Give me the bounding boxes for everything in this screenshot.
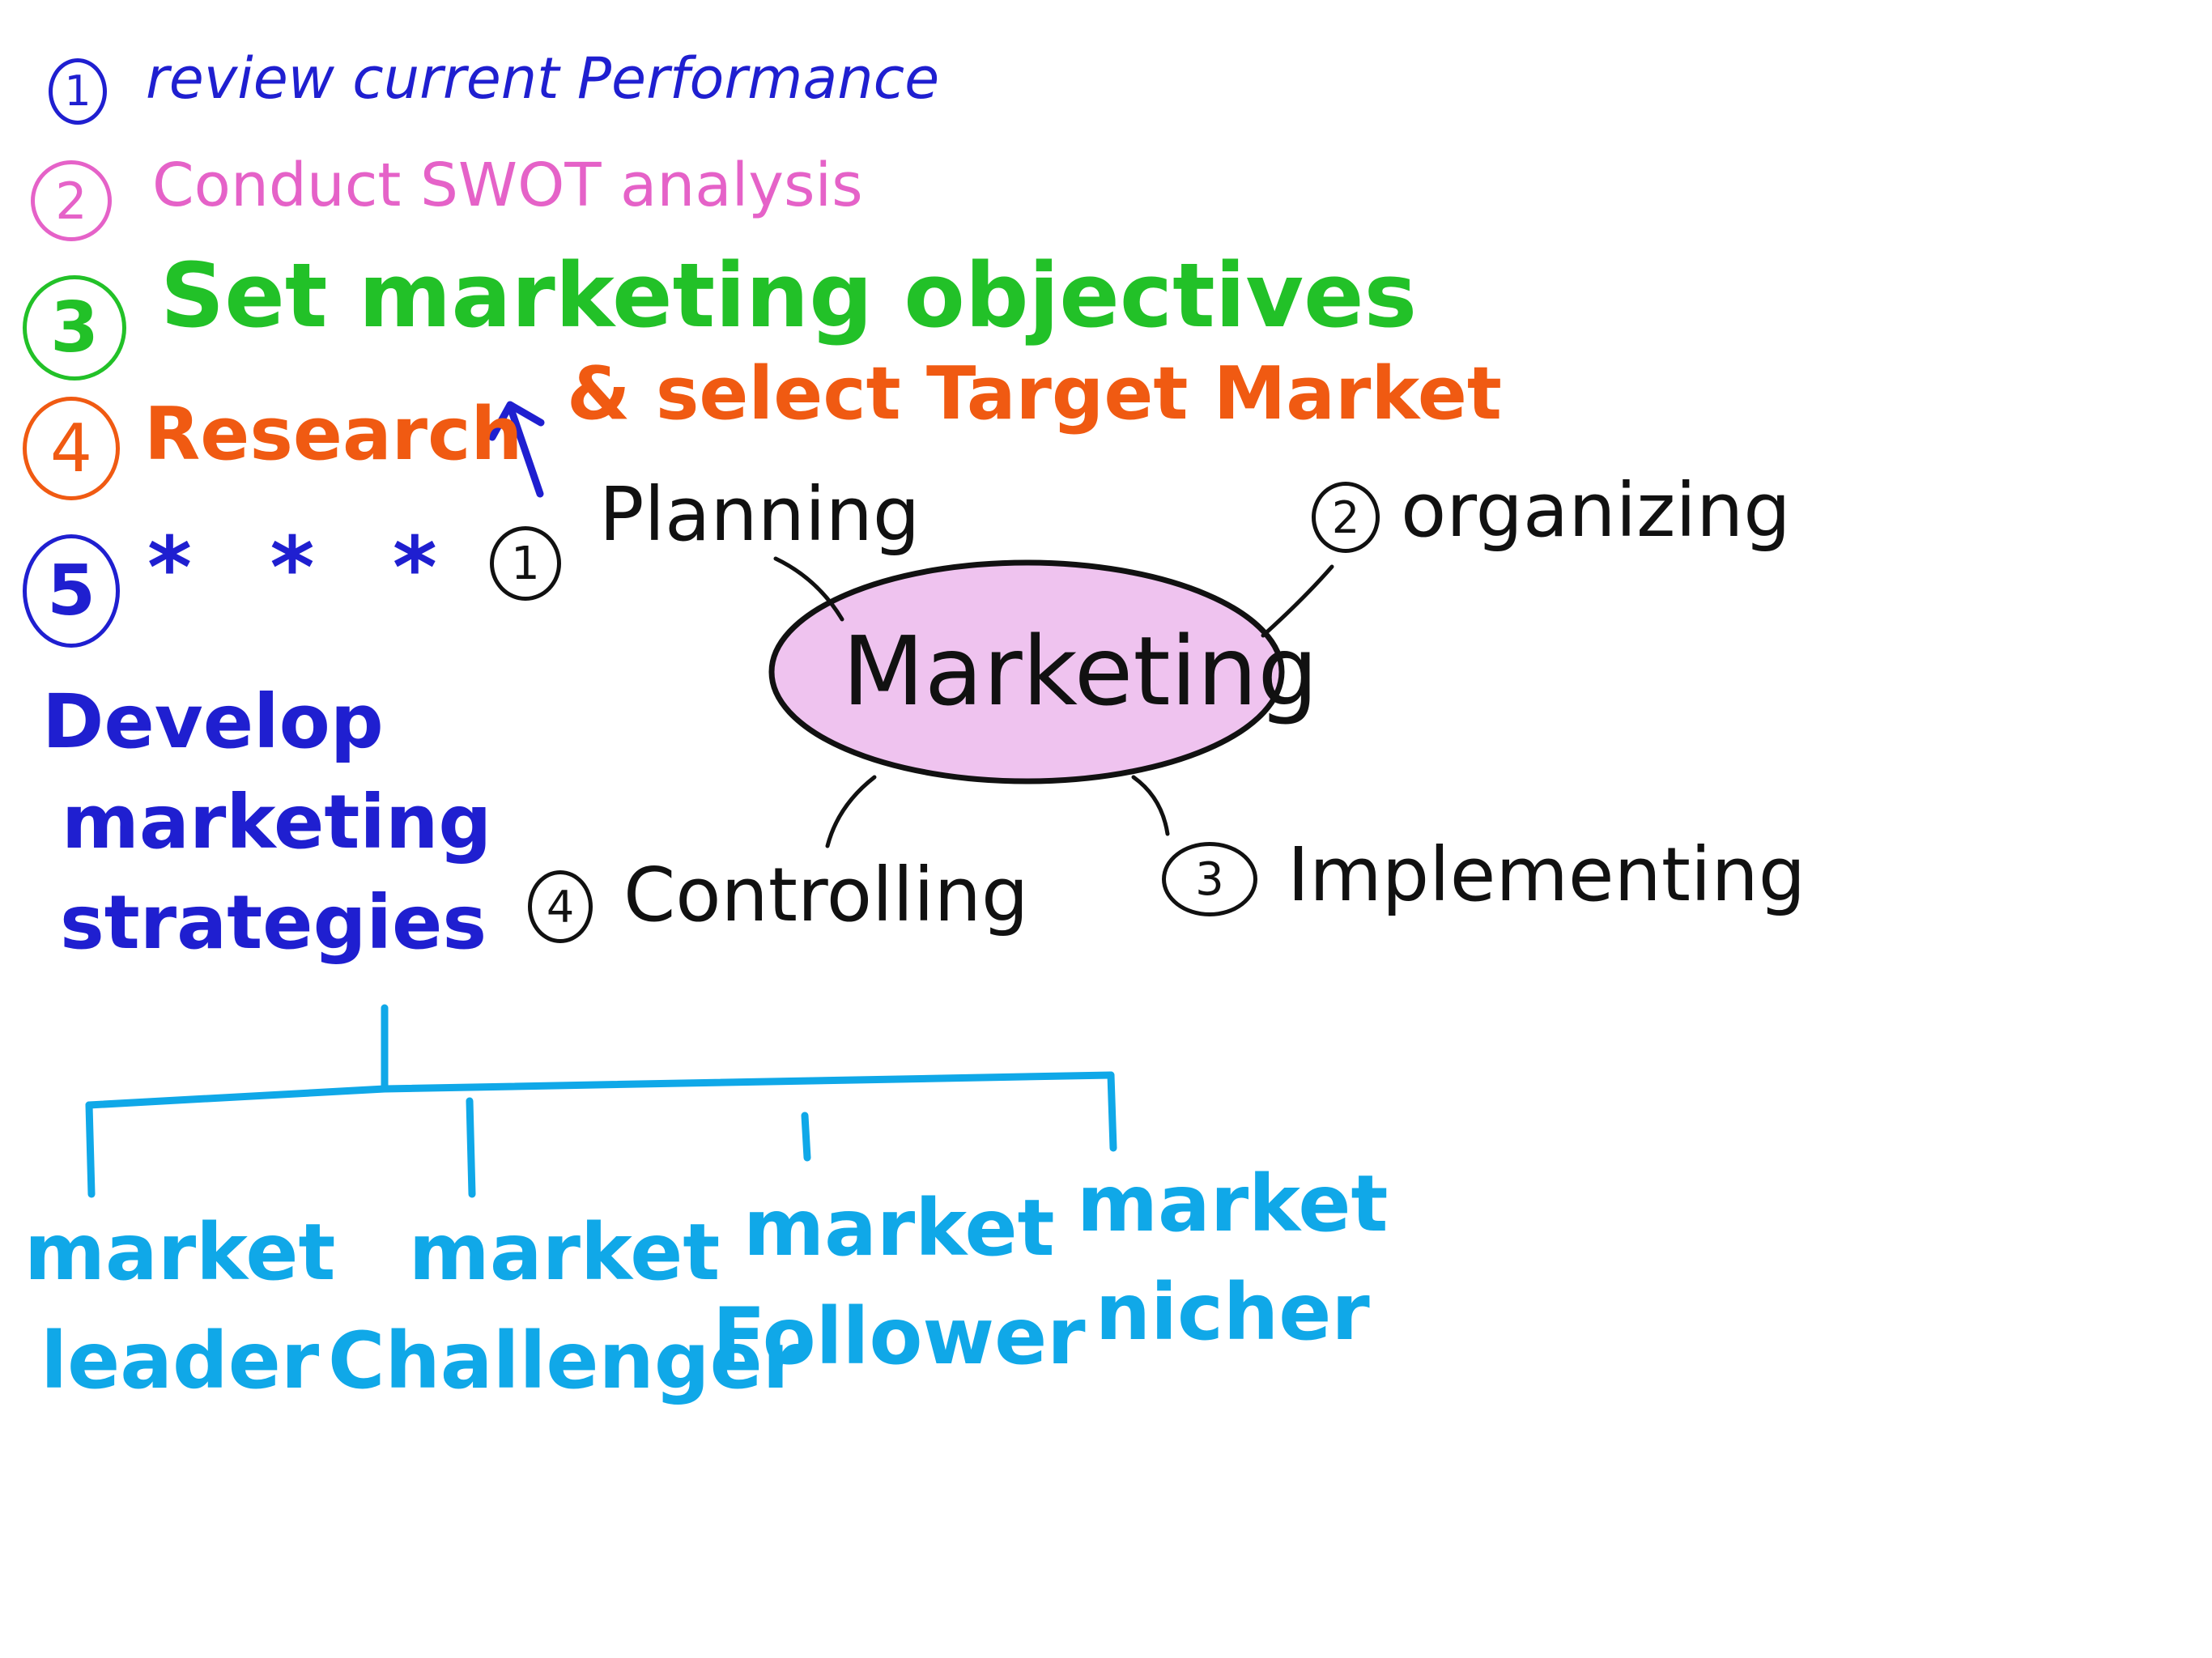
strategy-nicher-line-2: nicher: [1095, 1267, 1370, 1358]
connector-planning: [773, 556, 844, 622]
node-organizing-label: organizing: [1401, 467, 1791, 554]
step-1-number: 1: [64, 67, 91, 116]
strategies-line-2: marketing: [62, 779, 492, 866]
strategy-nicher: market nicher: [1077, 1150, 1388, 1367]
step-3-number-circle: 3: [23, 275, 126, 380]
strategies-block: Develop marketing strategies: [42, 672, 491, 974]
center-ellipse: [768, 559, 1285, 784]
strategy-leader-line-1: market: [24, 1207, 336, 1298]
center-label: Marketing: [842, 615, 1319, 727]
tree-branch-leader: [85, 1101, 96, 1198]
tree-crossbar: [85, 1071, 1115, 1109]
strategy-leader: market leader: [24, 1198, 335, 1416]
node-4-number-circle: 4: [528, 870, 593, 943]
step-3-number: 3: [50, 287, 99, 368]
node-2-number-circle: 2: [1312, 482, 1380, 553]
tree-branch-follower: [801, 1112, 811, 1162]
tree-branch-challenger: [466, 1097, 476, 1198]
connector-organizing: [1261, 564, 1334, 638]
node-1-number-circle: 1: [490, 526, 561, 601]
node-1-number: 1: [511, 537, 540, 590]
node-controlling-label: Controlling: [623, 852, 1029, 938]
step-4-text: Research: [144, 392, 523, 477]
strategy-challenger: market Challenger: [328, 1198, 801, 1416]
strategies-line-3: strategies: [60, 879, 487, 967]
research-addition-text: & select Target Market: [567, 351, 1502, 436]
node-planning-label: Planning: [599, 471, 921, 558]
step-5-text: * * *: [147, 519, 462, 618]
node-2-number: 2: [1331, 491, 1360, 543]
connector-implementing: [1131, 775, 1170, 836]
step-2-number-circle: 2: [31, 160, 112, 241]
strategy-challenger-line-1: market: [408, 1207, 721, 1298]
strategy-nicher-line-1: market: [1077, 1158, 1389, 1249]
node-3-number: 3: [1195, 852, 1224, 906]
node-3-number-circle: 3: [1162, 842, 1257, 916]
step-5-number: 5: [47, 551, 96, 631]
strategies-line-1: Develop: [42, 678, 384, 765]
step-5-number-circle: 5: [23, 534, 120, 648]
insert-arrow-shaft: [508, 407, 544, 498]
node-implementing-label: Implementing: [1287, 831, 1806, 918]
strategy-leader-line-2: leader: [40, 1316, 320, 1407]
step-4-number: 4: [49, 410, 93, 487]
connector-controlling: [825, 775, 877, 848]
step-1-number-circle: 1: [49, 58, 107, 125]
step-4-number-circle: 4: [23, 397, 120, 500]
strategy-follower-line-2: Follower: [713, 1291, 1086, 1383]
strategy-follower-line-1: market: [743, 1183, 1055, 1273]
strategy-follower: market Follower: [713, 1174, 1086, 1392]
strategy-challenger-line-2: Challenger: [328, 1316, 802, 1407]
step-1-text: review current Performance: [146, 45, 940, 112]
step-2-number: 2: [55, 171, 87, 231]
node-4-number: 4: [546, 881, 575, 933]
step-3-text: Set marketing objectives: [160, 244, 1418, 347]
tree-branch-nicher: [1107, 1071, 1117, 1152]
insert-arrow-head: [488, 401, 545, 441]
step-2-text: Conduct SWOT analysis: [152, 151, 863, 220]
